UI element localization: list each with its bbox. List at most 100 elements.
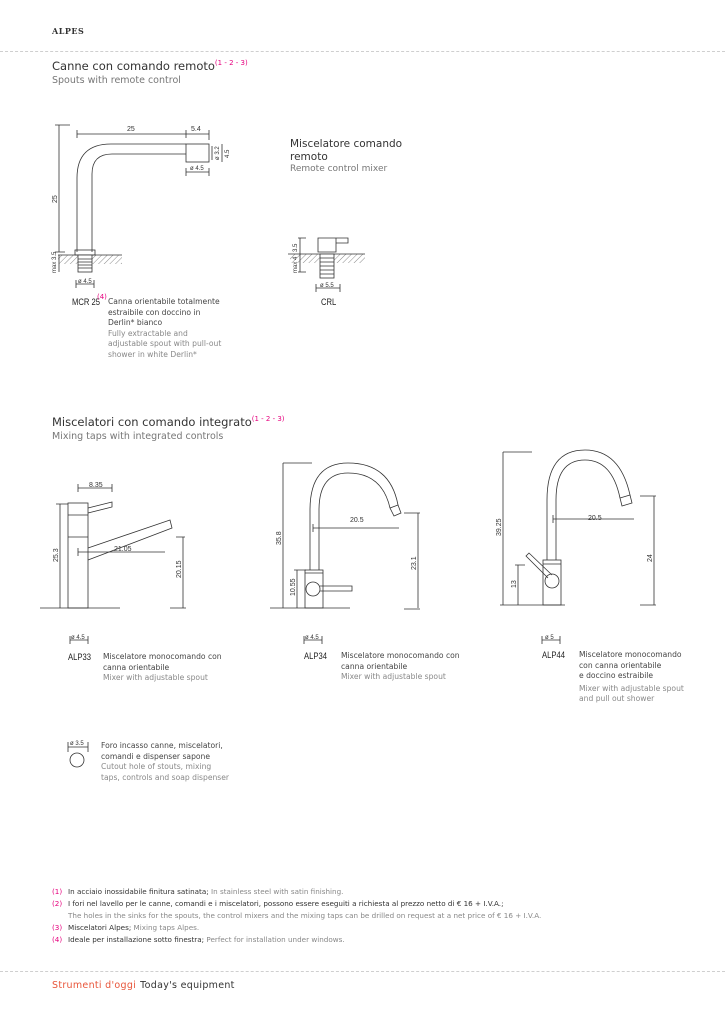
desc-it-line: Foro incasso canne, miscelatori, (101, 741, 223, 750)
mcr-description: Canna orientabile totalmente estraibile … (108, 297, 221, 360)
crl-drawing (288, 237, 365, 292)
dim-label: ø 4.5 (78, 279, 92, 285)
footer-italian: Strumenti d'oggi (52, 980, 137, 991)
desc-it-line: canna orientabile (103, 662, 170, 672)
dim-label: ø 3.5 (70, 741, 84, 747)
footnote-num: (4) (52, 935, 63, 944)
footnote-it: I fori nel lavello per le canne, comandi… (68, 899, 504, 908)
desc-en-line: Mixer with adjustable spout (103, 673, 208, 682)
crl-code: CRL (321, 297, 337, 307)
desc-en-line: Mixer with adjustable spout (579, 683, 684, 693)
dim-label: ø 4.5 (71, 635, 85, 641)
desc-en-line: adjustable spout with pull-out (108, 339, 222, 348)
footnote-2: (2) I fori nel lavello per le canne, coma… (52, 899, 504, 908)
alp44-description: Miscelatore monocomando con canna orient… (579, 650, 684, 705)
desc-en-line: taps, controls and soap dispenser (101, 772, 230, 782)
footnote-en: The holes in the sinks for the spouts, t… (68, 911, 542, 920)
brand-logo: ALPES (52, 26, 85, 36)
desc-en-line: and pull out shower (579, 694, 655, 703)
dim-label: 21.05 (114, 546, 132, 553)
footnote-en: Mixing taps Alpes. (133, 923, 200, 932)
dim-label: ø 3.2 (215, 146, 221, 160)
section1-title-text: Canne con comando remoto (52, 59, 215, 73)
header-divider (0, 51, 725, 52)
alp34-description: Miscelatore monocomando con canna orient… (341, 651, 460, 683)
desc-en-line: Cutout hole of stouts, mixing (101, 762, 212, 771)
dim-label: 10.55 (290, 578, 297, 596)
desc-it-line: e doccino estraibile (579, 671, 654, 680)
dim-label: ø 4.5 (305, 635, 319, 641)
desc-it-line: Derlin* bianco (108, 318, 163, 327)
alp34-drawing (270, 462, 420, 644)
alp34-code: ALP34 (304, 651, 327, 661)
desc-en-line: Fully extractable and (108, 328, 188, 338)
dim-label: 20.15 (176, 560, 183, 578)
dim-label: 3.5 (293, 243, 299, 252)
dim-label: 23.1 (411, 556, 418, 570)
section2-title-text: Miscelatori con comando integrato (52, 415, 252, 429)
crl-title-line: remoto (290, 151, 328, 163)
footnote-num: (1) (52, 887, 63, 896)
footnote-num: (2) (52, 899, 63, 908)
dim-label: ø 5 (545, 635, 554, 641)
footnote-3: (3) Miscelatori Alpes; Mixing taps Alpes. (52, 923, 199, 932)
footnote-1: (1) In acciaio inossidabile finitura sati… (52, 887, 343, 896)
cutout-drawing (67, 742, 89, 768)
section1-subtitle: Spouts with remote control (52, 75, 181, 86)
section2-title: Miscelatori con comando integrato(1 - 2 … (52, 415, 285, 429)
dim-label: 4.5 (225, 149, 231, 158)
section2-refs: (1 - 2 - 3) (251, 415, 285, 423)
dim-label: 25.3 (53, 548, 60, 562)
dim-label: 13 (511, 580, 518, 588)
desc-it-line: canna orientabile (341, 661, 408, 671)
dim-label: ø 4.5 (190, 166, 204, 172)
dim-label: 24 (647, 554, 654, 562)
footnote-num: (3) (52, 923, 63, 932)
dim-label: max 3.5 (52, 251, 58, 273)
footnote-it: In acciaio inossidabile finitura satinat… (68, 887, 209, 896)
alp33-description: Miscelatore monocomando con canna orient… (103, 652, 222, 684)
section1-refs: (1 - 2 - 3) (214, 59, 248, 67)
section2-subtitle: Mixing taps with integrated controls (52, 431, 224, 442)
dim-label: 20.5 (350, 517, 364, 524)
desc-it-line: con canna orientabile (579, 660, 662, 670)
mcr-ref: (4) (97, 293, 107, 301)
alp44-code: ALP44 (542, 650, 565, 660)
section1-title: Canne con comando remoto(1 - 2 - 3) (52, 59, 248, 73)
mcr25-drawing (55, 124, 223, 288)
footnote-2-en: The holes in the sinks for the spouts, t… (68, 911, 541, 920)
footnote-4: (4) Ideale per installazione sotto finest… (52, 935, 345, 944)
dim-label: 25 (52, 195, 59, 203)
dim-label: 35.8 (276, 531, 283, 545)
desc-en-line: shower in white Derlin* (108, 349, 197, 359)
dim-label: 5.4 (191, 126, 201, 133)
dim-label: 25 (127, 126, 135, 133)
footnote-en: In stainless steel with satin finishing. (210, 887, 344, 896)
crl-title: Miscelatore comando remoto (290, 138, 402, 164)
alp33-drawing (40, 484, 186, 644)
desc-en-line: Mixer with adjustable spout (341, 672, 446, 681)
dim-label: max 4 (293, 256, 299, 273)
footnote-it: Miscelatori Alpes; (68, 923, 132, 932)
desc-it-line: Miscelatore monocomando con (103, 652, 222, 661)
dim-label: 20.5 (588, 515, 602, 522)
desc-it-line: Canna orientabile totalmente (108, 297, 220, 306)
desc-it-line: comandi e dispenser sapone (101, 751, 211, 761)
alp33-code: ALP33 (68, 652, 91, 662)
dim-label: 8.35 (89, 482, 103, 489)
footer-english: Today's equipment (140, 980, 235, 991)
footnote-en: Perfect for installation under windows. (206, 935, 345, 944)
crl-subtitle: Remote control mixer (290, 164, 388, 174)
desc-it-line: estraibile con doccino in (108, 307, 201, 317)
crl-title-line: Miscelatore comando (290, 138, 403, 150)
alp44-drawing (500, 449, 656, 644)
footnote-it: Ideale per installazione sotto finestra; (68, 935, 205, 944)
cutout-description: Foro incasso canne, miscelatori, comandi… (101, 741, 229, 783)
mcr-code: MCR 25 (72, 297, 100, 307)
footer-divider (0, 971, 725, 972)
desc-it-line: Miscelatore monocomando (579, 650, 682, 659)
dim-label: ø 5.5 (320, 283, 334, 289)
mcr-code-text: MCR 25 (72, 297, 101, 307)
